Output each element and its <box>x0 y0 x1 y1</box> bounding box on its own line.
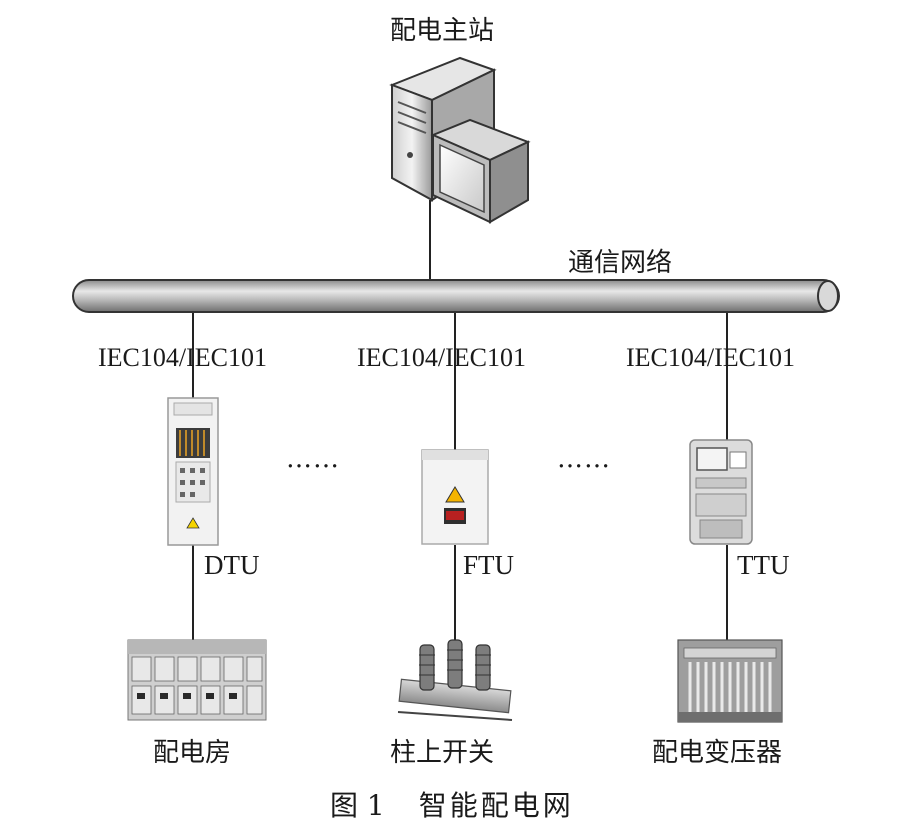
protocol-label-ttu: IEC104/IEC101 <box>626 343 795 372</box>
ttu-meter-icon <box>689 439 753 545</box>
ellipsis-right: …… <box>557 444 611 474</box>
switchgear-room-icon <box>127 639 267 721</box>
equipment-label-room: 配电房 <box>153 738 232 768</box>
transformer-icon <box>677 639 783 723</box>
pole-switch-icon <box>397 639 513 721</box>
figure-caption: 图 1 智能配电网 <box>330 784 574 824</box>
terminal-label-ttu: TTU <box>737 550 790 580</box>
ellipsis-left: …… <box>286 444 340 474</box>
connection-lines <box>192 200 728 640</box>
figure-title: 智能配电网 <box>418 789 574 822</box>
master-station-label: 配电主站 <box>390 16 495 46</box>
server-computer-icon <box>389 56 531 224</box>
figure-number: 图 1 <box>330 789 385 822</box>
dtu-cabinet-icon <box>167 397 219 546</box>
terminal-label-dtu: DTU <box>204 550 260 580</box>
protocol-label-dtu: IEC104/IEC101 <box>98 343 267 372</box>
network-bus <box>72 279 840 313</box>
network-label: 通信网络 <box>568 248 673 278</box>
protocol-label-ftu: IEC104/IEC101 <box>357 343 526 372</box>
terminal-label-ftu: FTU <box>463 550 515 580</box>
equipment-label-transformer: 配电变压器 <box>652 738 783 768</box>
equipment-label-switch: 柱上开关 <box>390 738 495 768</box>
ftu-box-icon <box>421 449 489 545</box>
